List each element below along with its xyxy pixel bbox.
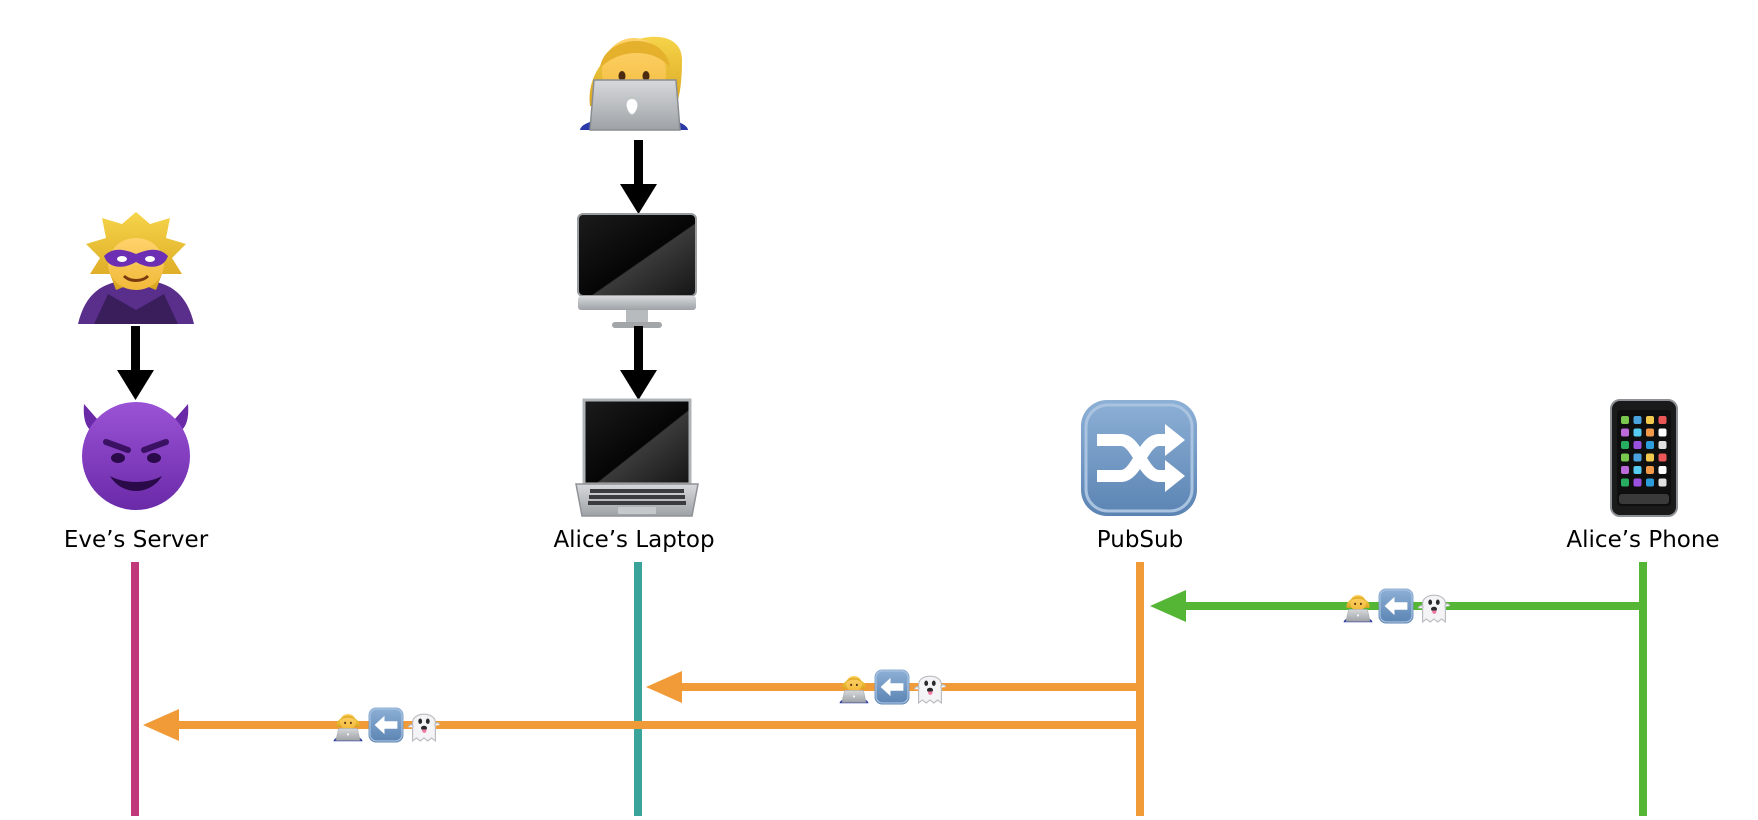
participant-label-eve: Eve’s Server	[64, 527, 209, 553]
smiling-devil-icon	[82, 402, 190, 510]
ghost-icon	[1417, 594, 1451, 623]
participant-label-phone: Alice’s Phone	[1566, 527, 1719, 553]
left-arrow-icon	[873, 668, 911, 706]
mobile-phone-icon	[1610, 399, 1678, 517]
message-icons	[839, 668, 947, 706]
arrow-desktop-to-laptop	[620, 326, 657, 400]
phone-app-tile	[1621, 416, 1629, 424]
phone-app-tile	[1633, 478, 1642, 487]
left-arrow-icon	[367, 706, 405, 744]
phone-app-tile	[1633, 416, 1642, 424]
phone-app-tile	[1633, 453, 1642, 462]
phone-app-tile	[1621, 466, 1629, 474]
phone-app-tile	[1621, 441, 1629, 449]
phone-app-tile	[1633, 466, 1642, 474]
laptop-icon	[575, 398, 699, 517]
phone-app-tile	[1658, 453, 1667, 462]
phone-app-tile	[1646, 478, 1654, 487]
arrow-villain-to-devil	[117, 326, 154, 400]
phone-app-tile	[1646, 441, 1654, 449]
phone-app-tile	[1621, 478, 1629, 487]
shuffle-icon	[1081, 400, 1197, 516]
phone-app-tile	[1658, 416, 1667, 424]
lifeline-laptop	[634, 562, 642, 816]
phone-app-tile	[1621, 453, 1629, 462]
ghost-icon	[407, 713, 441, 742]
phone-app-tile	[1658, 478, 1667, 487]
phone-app-tile	[1646, 416, 1654, 424]
lifeline-eve	[131, 562, 139, 816]
participant-label-pubsub: PubSub	[1097, 527, 1183, 553]
message-icons	[333, 706, 441, 744]
message-icons	[1343, 587, 1451, 625]
phone-app-tile	[1633, 428, 1642, 437]
phone-app-tile	[1658, 428, 1667, 437]
message-phone-to-pubsub	[1150, 587, 1643, 625]
phone-app-tile	[1621, 428, 1629, 437]
phone-app-tile	[1658, 441, 1667, 449]
phone-app-tile	[1646, 428, 1654, 437]
supervillain-icon	[78, 212, 194, 324]
phone-app-tile	[1646, 466, 1654, 474]
message-pubsub-to-eve	[143, 706, 1140, 744]
phone-dock	[1619, 494, 1669, 504]
phone-app-tile	[1633, 441, 1642, 449]
ghost-icon	[913, 675, 947, 704]
left-arrow-icon	[1377, 587, 1415, 625]
desktop-computer-icon	[577, 213, 697, 328]
phone-app-tile	[1646, 453, 1654, 462]
phone-app-tile	[1658, 466, 1667, 474]
message-pubsub-to-laptop	[646, 668, 1140, 706]
arrow-alice-to-desktop	[620, 140, 657, 214]
lifeline-phone	[1639, 562, 1647, 816]
woman-with-laptop-icon	[580, 36, 688, 131]
participant-label-laptop: Alice’s Laptop	[553, 527, 714, 553]
